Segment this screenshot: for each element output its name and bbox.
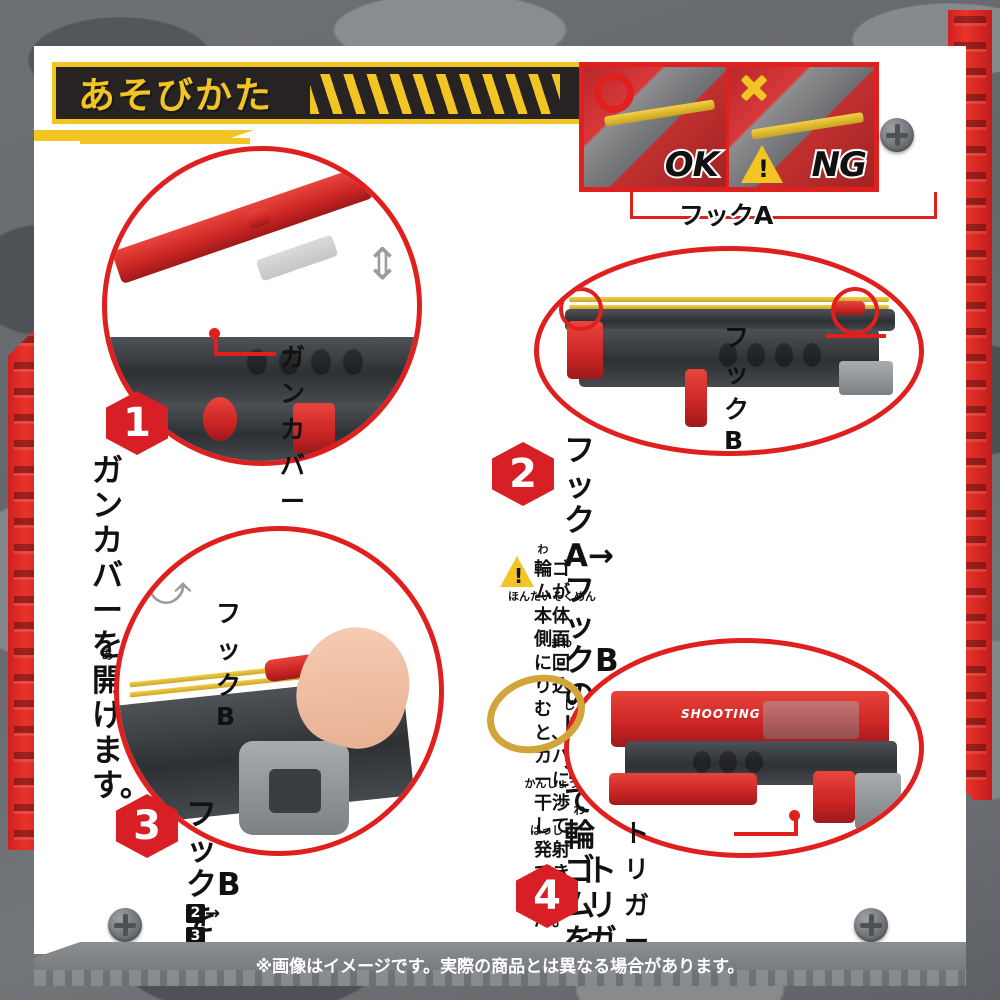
trigger-part: [813, 771, 855, 823]
text-line: 輪わゴムを引ひっかけます。: [564, 803, 623, 960]
gun-latch-part: [685, 369, 707, 427]
header-banner: あそびかた: [52, 62, 612, 124]
hook-a-highlight-circle: [559, 287, 603, 331]
screw-icon-bottom-right: [854, 908, 888, 942]
furigana: こ: [555, 659, 567, 673]
gun-body-step2: [579, 329, 879, 387]
hook-a-part: [567, 321, 603, 379]
cover-detail-panel: [255, 234, 339, 282]
step-ref-box-3: 3: [186, 927, 205, 947]
step-3-illustration: ⤻: [114, 526, 444, 856]
cross-mark-icon: [739, 73, 769, 103]
hooka-leader-left: [630, 192, 693, 219]
content-card: あそびかた OK ! NG フックA: [34, 46, 966, 954]
ng-label: NG: [810, 143, 869, 187]
hook-b-callout-step3: フックB: [216, 599, 242, 731]
gun-trigger-assembly: [839, 361, 893, 395]
dial-center: [269, 769, 321, 813]
ruby-text: 輪わ: [564, 803, 595, 855]
banner-stripe-pattern: [310, 74, 560, 114]
step-1-leader-horiz: [214, 352, 276, 356]
plain-text: むと、カバーに: [534, 699, 570, 791]
furigana: わ: [573, 803, 586, 818]
step-1-leader-dot: [209, 328, 220, 339]
hooka-leader-right: [684, 192, 937, 219]
trigger-callout: トリガー: [624, 819, 650, 956]
screw-icon-top-right: [880, 118, 914, 152]
step-ref-box-2: 2: [186, 904, 205, 923]
ruby-text: 輪わ: [534, 543, 552, 580]
gun-cover-part: [111, 165, 374, 285]
step-4-leader-dot: [789, 810, 800, 821]
furigana: はっしゃ: [530, 823, 574, 837]
curved-arrow-icon: ⤻: [147, 565, 192, 614]
ruby-text: 干渉かんしょう: [524, 776, 580, 814]
step-4-leader-horiz: [734, 832, 798, 836]
circle-mark-icon: [594, 73, 634, 113]
gun-main-body: [107, 337, 417, 403]
furigana: あ: [101, 648, 114, 663]
furigana: まわ: [550, 636, 572, 650]
text-line: 2→3 を繰くりり返かえすと最大さいだい8本ほんの: [186, 902, 221, 954]
ruby-text: 込こ: [552, 659, 570, 697]
step-4-leader-vert: [794, 816, 798, 836]
step-2-number: 2: [492, 442, 554, 506]
page-title: あそびかた: [78, 73, 273, 117]
ruby-text: 本体側面ほんたいそくめん: [508, 589, 596, 651]
banner-accent-bar: [34, 130, 254, 141]
plain-text: り: [534, 675, 552, 697]
plain-text: して: [534, 816, 570, 838]
banner-accent-bar-2: [80, 138, 250, 144]
warning-triangle-icon: !: [741, 145, 783, 183]
ok-label: OK: [663, 143, 721, 187]
brand-text-step4: SHOOTING: [681, 707, 761, 721]
step-2-warning-icon: !: [500, 556, 534, 587]
footer-bar: ※画像はイメージです。実際の商品とは異なる場合があります。: [34, 942, 966, 986]
plain-text: ゴムを: [564, 853, 595, 960]
plain-text: ガンカバーを: [92, 453, 123, 665]
gun-foregrip: [609, 773, 757, 805]
hook-b-highlight-circle: [831, 287, 879, 335]
ok-example: OK: [584, 67, 729, 187]
gun-dial-part: [203, 397, 237, 441]
step-4-illustration: SHOOTING: [564, 638, 924, 858]
step-2-illustration: [534, 246, 924, 456]
furigana: わ: [537, 543, 549, 556]
hook-b-callout-step2: フックB: [724, 323, 750, 455]
ruby-text: 回まわ: [550, 636, 572, 674]
gun-cover-callout: ガンカバー: [280, 343, 306, 516]
step-3-note-text: 2→3 を繰くりり返かえすと最大さいだい8本ほんの輪わゴムをセットできます。: [186, 902, 221, 954]
text-line: 輪わゴムが本体側面ほんたいそくめんに回まわり込こむと、カバーに干渉かんしょうして: [508, 543, 596, 839]
plain-text: ゴムが: [534, 559, 570, 604]
gun-rail-top: [565, 309, 895, 331]
gun-stock-part: [855, 773, 901, 829]
footer-rib-pattern: [34, 970, 966, 986]
ruby-text: 発射はっしゃ: [530, 823, 574, 861]
step-2-leader: [826, 334, 886, 338]
furigana: ほんたいそくめん: [508, 589, 596, 603]
cover-detail-step4: [763, 701, 859, 739]
step-2-warning-glyph: !: [514, 564, 524, 588]
plain-text: フックA→フックBの: [564, 433, 619, 715]
step-ref-arrow: →: [205, 903, 221, 924]
brand-text-step1: SHOOTING: [129, 286, 197, 319]
ok-ng-comparison-box: OK ! NG: [579, 62, 879, 192]
furigana: かんしょう: [524, 776, 580, 790]
double-arrow-icon: ⇕: [364, 239, 401, 290]
footer-disclaimer: ※画像はイメージです。実際の商品とは異なる場合があります。: [255, 956, 745, 977]
ng-example: ! NG: [729, 67, 874, 187]
screw-icon-bottom-left: [108, 908, 142, 942]
hook-a-caption: フックA: [677, 199, 775, 232]
plain-text: に: [534, 652, 552, 674]
warning-glyph: !: [758, 155, 769, 183]
step-1-leader-vert: [214, 334, 218, 356]
gun-grip-part: [293, 403, 335, 453]
